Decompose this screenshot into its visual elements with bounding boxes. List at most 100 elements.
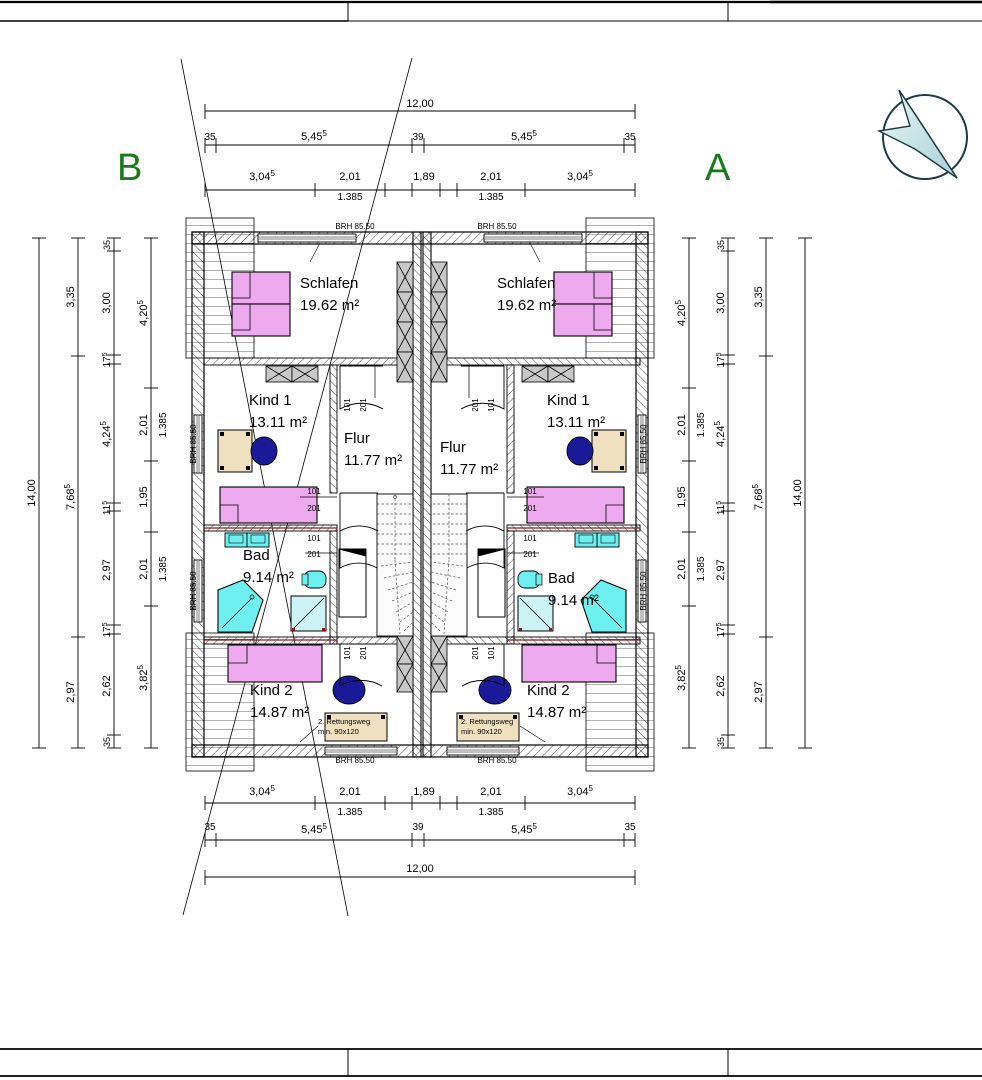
dimension-chain-bottom-2 <box>204 833 636 847</box>
door-tag-a: 101 <box>343 646 352 660</box>
dim-left-b-0: 3,35 <box>65 286 77 307</box>
dim-left-total: 14,00 <box>26 479 38 507</box>
dim-top-c2-1: 5,455 <box>301 129 327 143</box>
interior-walls-left <box>203 357 414 645</box>
dim-bot-c2-1: 5,455 <box>301 822 327 836</box>
dim-bot-c3-0: 3,045 <box>249 784 275 798</box>
room-name-bad-right: Bad <box>548 570 575 587</box>
dimension-chain-top-total <box>204 104 636 119</box>
brh-label-left-upper: BRH 85.50 <box>189 424 198 464</box>
furniture-left <box>217 271 388 742</box>
section-marker-b: B <box>117 147 142 189</box>
room-area-schlafen-left: 19.62 m² <box>300 297 359 314</box>
door-tag-a: 101 <box>523 534 537 543</box>
desk <box>324 712 388 742</box>
staircase-right <box>430 493 468 637</box>
door-tags: 101 201 101 201 101 201 101 201 101 201 … <box>307 398 537 660</box>
dim-bot-c2-0: 35 <box>204 822 216 833</box>
stair-rails <box>338 548 506 618</box>
room-area-schlafen-right: 19.62 m² <box>497 297 556 314</box>
north-arrow-icon <box>876 89 968 180</box>
dimension-chain-left-d <box>144 237 158 749</box>
dimension-chain-bottom-3 <box>204 796 636 810</box>
dim-right-c-7: 2,62 <box>715 675 727 696</box>
dim-top-c3-0: 3,045 <box>249 169 275 183</box>
dim-right-d-4: 3,825 <box>674 665 688 691</box>
room-name-kind2-right: Kind 2 <box>527 682 570 699</box>
dim-left-c-3: 4,245 <box>99 421 113 447</box>
dim-left-c-5: 2,97 <box>101 559 113 580</box>
bed <box>553 271 613 305</box>
room-name-kind1-left: Kind 1 <box>249 392 292 409</box>
brh-label-right-lower: BRH 85.50 <box>639 571 648 611</box>
room-area-kind2-left: 14.87 m² <box>250 704 309 721</box>
dimension-chain-left-c <box>107 237 121 749</box>
staircase-left <box>376 493 414 637</box>
room-area-kind2-right: 14.87 m² <box>527 704 586 721</box>
dimension-chain-right-total <box>798 237 812 749</box>
chair <box>478 675 512 705</box>
escape-route-label-right-line1: 2. Rettungsweg <box>461 717 513 726</box>
room-labels: Schlafen 19.62 m² Schlafen 19.62 m² Kind… <box>243 275 605 721</box>
dimension-chain-right-b <box>759 237 773 749</box>
brh-label-top-right: BRH 85.50 <box>477 222 517 231</box>
door-tag-a: 101 <box>307 487 321 496</box>
door-tag-b: 201 <box>307 550 321 559</box>
sheet-frame-top <box>0 0 982 22</box>
door-tag-a: 101 <box>307 534 321 543</box>
dim-right-d-1-sub: 1.385 <box>696 412 707 437</box>
dim-bot-c2-4: 35 <box>624 822 636 833</box>
section-marker-a: A <box>705 147 731 189</box>
door-tag-a: 101 <box>487 398 496 412</box>
room-name-schlafen-right: Schlafen <box>497 275 555 292</box>
dim-right-c-0: 35 <box>716 240 726 250</box>
dim-right-b-2: 2,97 <box>753 681 765 702</box>
door-tag-a: 101 <box>487 646 496 660</box>
door-tag-b: 201 <box>471 398 480 412</box>
escape-route-callout-left: 2. Rettungsweg min. 90x120 <box>299 717 370 743</box>
room-area-bad-left: 9.14 m² <box>243 569 294 586</box>
dim-right-d-2: 1,95 <box>676 486 688 507</box>
dim-left-b-2: 2,97 <box>65 681 77 702</box>
dim-bot-c3-1-sub: 1.385 <box>337 807 362 818</box>
brh-label-right-upper: BRH 85.50 <box>639 424 648 464</box>
bed <box>231 303 291 337</box>
dim-top-c3-1-sub: 1.385 <box>337 192 362 203</box>
sanitary-fixture <box>246 532 270 548</box>
dim-bot-c3-1: 2,01 <box>339 786 360 798</box>
dimension-chain-right-d <box>682 237 696 749</box>
dim-top-c3-4: 3,045 <box>567 169 593 183</box>
chair <box>332 675 366 705</box>
dim-right-d-3: 2,01 <box>676 558 688 579</box>
window-leaders <box>309 242 541 263</box>
dim-top-total: 12,00 <box>406 98 434 110</box>
brh-label-left-lower: BRH 85.50 <box>189 571 198 611</box>
dimension-chain-top-2 <box>204 138 636 153</box>
dim-top-c2-3: 5,455 <box>511 129 537 143</box>
dim-bot-total: 12,00 <box>406 863 434 875</box>
dim-right-c-4: 115 <box>716 501 727 515</box>
bed <box>553 303 613 337</box>
dim-left-d-4: 3,825 <box>136 665 150 691</box>
furniture-right <box>456 271 627 742</box>
dim-right-c-8: 35 <box>716 737 726 747</box>
room-area-flur-left: 11.77 m² <box>344 452 402 469</box>
bed <box>227 644 323 683</box>
dimension-chain-right-c <box>721 237 735 749</box>
dim-left-d-1-sub: 1.385 <box>158 412 169 437</box>
dim-top-c2-4: 35 <box>624 132 636 143</box>
dim-top-c2-2: 39 <box>412 132 424 143</box>
dimension-chain-left-b <box>71 237 85 749</box>
desk <box>456 712 520 742</box>
door-tag-b: 201 <box>359 398 368 412</box>
dim-right-c-2: 175 <box>716 352 727 367</box>
dim-left-c-1: 3,00 <box>101 292 113 313</box>
door-tag-b: 201 <box>307 504 321 513</box>
dim-right-b-1: 7,685 <box>751 484 765 510</box>
desk <box>217 429 253 473</box>
dim-top-c3-3: 2,01 <box>480 171 501 183</box>
dim-left-b-1: 7,685 <box>63 484 77 510</box>
dim-right-total: 14,00 <box>792 479 804 507</box>
